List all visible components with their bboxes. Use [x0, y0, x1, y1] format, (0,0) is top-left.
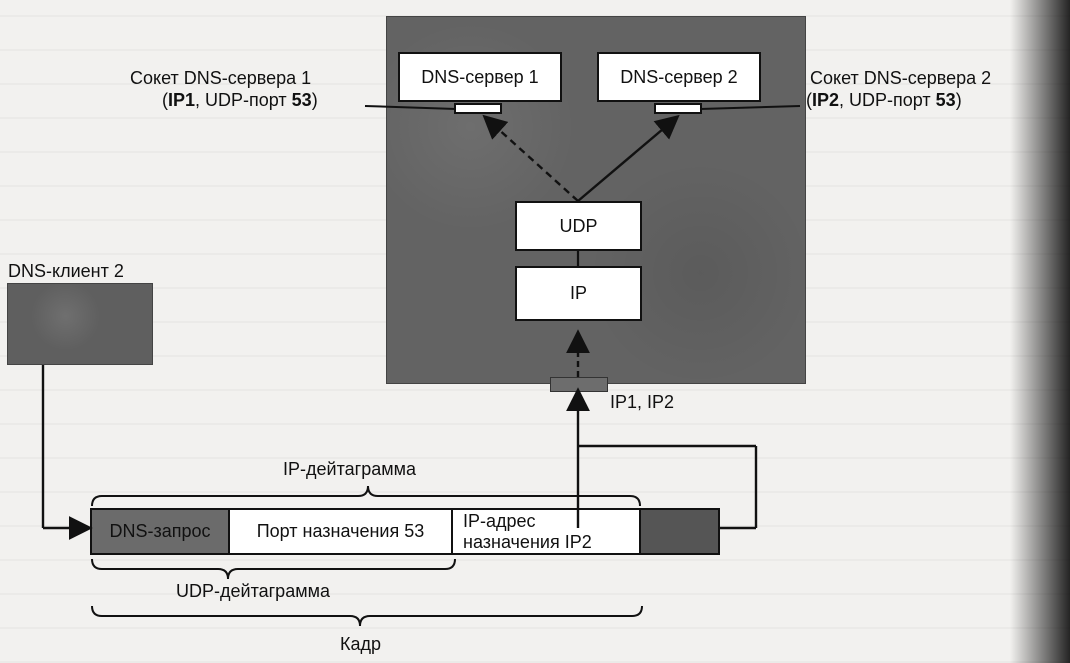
destination-port-cell: Порт назначения 53	[228, 508, 453, 555]
socket-1-details: (IP1, UDP-порт 53)	[162, 90, 318, 110]
destination-port-text: Порт назначения 53	[256, 521, 425, 542]
dns-server-1-box: DNS-сервер 1	[398, 52, 562, 102]
udp-datagram-brace	[91, 558, 456, 580]
ip-datagram-label: IP-дейтаграмма	[283, 459, 416, 479]
dns-server-1-label: DNS-сервер 1	[421, 66, 539, 87]
packet-frame: DNS-запрос Порт назначения 53 IP-адрес н…	[90, 508, 720, 555]
udp-datagram-label: UDP-дейтаграмма	[176, 581, 330, 601]
destination-ip-cell: IP-адрес назначения IP2	[451, 508, 641, 555]
dns-server-2-box: DNS-сервер 2	[597, 52, 761, 102]
dns-server-2-socket	[654, 103, 702, 114]
ip-label-text: IP	[569, 283, 587, 303]
dns-client-2-label: DNS-клиент 2	[8, 261, 124, 281]
page-edge-shadow	[1010, 0, 1070, 663]
socket-2-title: Сокет DNS-сервера 2	[810, 68, 992, 88]
dns-server-1-socket	[454, 103, 502, 114]
dns-query-cell: DNS-запрос	[90, 508, 230, 555]
ip-datagram-brace	[91, 485, 641, 507]
udp-box: UDP	[515, 201, 642, 251]
dns-client-2-box	[7, 283, 153, 365]
destination-ip-line-1: IP-адрес	[463, 510, 536, 531]
socket-1-title: Сокет DNS-сервера 1	[130, 68, 312, 88]
host-network-connector	[550, 377, 608, 392]
udp-label-text: UDP	[559, 215, 598, 236]
ip-addresses-label: IP1, IP2	[610, 392, 675, 412]
destination-ip-line-2: назначения IP2	[463, 531, 592, 552]
socket-2-details: (IP2, UDP-порт 53)	[806, 90, 962, 110]
dns-query-text: DNS-запрос	[109, 521, 211, 542]
ip-box: IP	[515, 266, 642, 321]
dns-server-2-label: DNS-сервер 2	[620, 66, 738, 87]
frame-brace	[91, 605, 643, 627]
frame-trailer-cell	[639, 508, 720, 555]
frame-label: Кадр	[340, 634, 382, 654]
